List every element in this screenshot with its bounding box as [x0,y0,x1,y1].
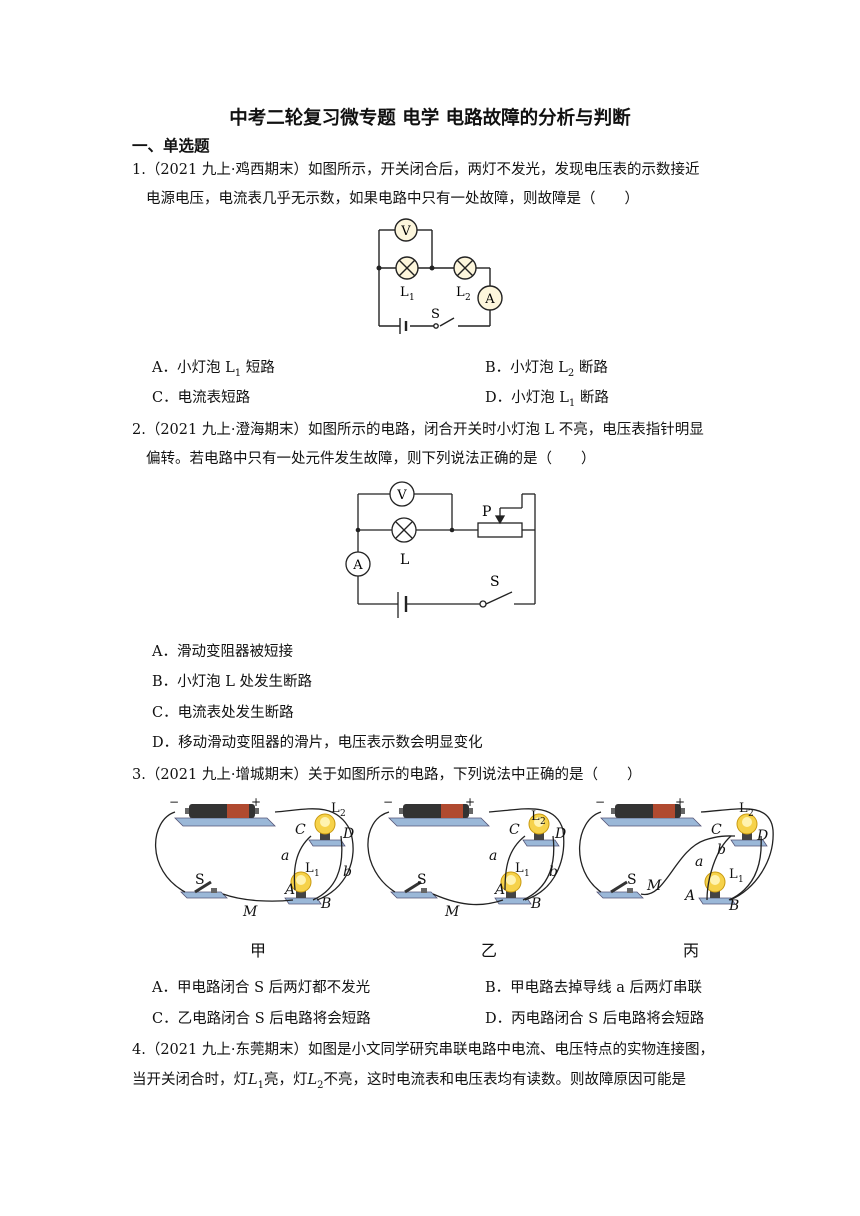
q1-l1-sub: 1 [409,293,415,303]
q1-stem-line2: 电源电压，电流表几乎无示数，如果电路中只有一处故障，则故障是（ ） [146,191,639,207]
q1-voltmeter-label: V [400,224,411,239]
q3-bing-l2-sub: 2 [748,809,754,819]
q2-option-d[interactable]: D．移动滑动变阻器的滑片，电压表示数会明显变化 [152,735,483,751]
q3-yi-minus: − [383,795,393,809]
q3-yi-A: A [493,882,505,898]
q3-jia-m: M [242,904,258,920]
section-heading: 一、单选题 [132,137,210,155]
q3-option-d[interactable]: D．丙电路闭合 S 后电路将会短路 [485,1011,705,1027]
q4-lamp2: L [307,1072,318,1088]
q3-bing-minus: − [595,795,605,809]
q3-jia-l2-sub: 2 [340,809,346,819]
q3-bing-m: M [646,878,662,894]
q3-option-c[interactable]: C．乙电路闭合 S 后电路将会短路 [152,1011,371,1027]
q4-stem-line2: 当开关闭合时，灯L1亮，灯L2不亮，这时电流表和电压表均有读数。则故障原因可能是 [132,1072,687,1091]
q3-jia-A: A [283,882,295,898]
q3-yi-l2-sub: 2 [540,817,546,827]
q3-bing-l2: L [739,801,748,816]
q3-yi-l1: L [515,861,524,876]
q3-jia-minus: − [169,795,179,809]
q1-switch-label: S [431,307,440,322]
q2-option-b[interactable]: B．小灯泡 L 处发生断路 [152,674,313,690]
q2-voltmeter-label: V [396,488,407,503]
q3-yi-l1-sub: 1 [524,869,530,879]
q3-stem: 3.（2021 九上·增城期末）关于如图所示的电路，下列说法中正确的是（ ） [132,767,642,783]
q3-yi-m: M [444,904,460,920]
q1-option-d[interactable]: D．小灯泡 L1 断路 [485,390,609,409]
q3-option-a[interactable]: A．甲电路闭合 S 后两灯都不发光 [152,980,371,996]
q3-caption-bing: 丙 [683,941,699,960]
q3-bing-a: a [695,854,703,870]
q1-l1-label: L [400,285,409,300]
q3-bing-D: D [756,828,768,844]
q3-circuit-figure: − + S M a b A B C D L 2 L 1 − + S M a b … [154,795,774,960]
q2-stem-line1: 2.（2021 九上·澄海期末）如图所示的电路，闭合开关时小灯泡 L 不亮，电压… [132,422,704,438]
q1-option-a[interactable]: A．小灯泡 L1 短路 [152,360,275,379]
q2-lamp-label: L [400,552,409,568]
q2-ammeter-label: A [352,558,363,573]
q3-jia-D: D [342,826,354,842]
q2-stem-line2: 偏转。若电路中只有一处元件发生故障，则下列说法正确的是（ ） [146,451,596,467]
q3-jia-l2: L [331,801,340,816]
q4-stem-line1: 4.（2021 九上·东莞期末）如图是小文同学研究串联电路中电流、电压特点的实物… [132,1042,714,1058]
q3-yi-s: S [417,872,427,888]
q3-bing-A: A [683,888,695,904]
q3-bing-b: b [717,842,726,858]
q2-switch-label: S [490,574,500,590]
q3-jia-plus: + [251,795,261,809]
q3-jia-l1: L [305,861,314,876]
q2-rheostat-label: P [482,504,491,520]
q3-bing-B: B [728,898,739,914]
q1-option-c[interactable]: C．电流表短路 [152,390,251,406]
q3-caption-yi: 乙 [481,941,497,960]
q3-yi-C: C [509,822,520,838]
q3-jia-B: B [320,896,331,912]
q3-bing-C: C [711,822,722,838]
q3-bing-l1-sub: 1 [738,875,744,885]
q3-jia-C: C [295,822,306,838]
q1-stem-line1: 1.（2021 九上·鸡西期末）如图所示，开关闭合后，两灯不发光，发现电压表的示… [132,162,700,178]
q3-yi-l2: L [531,809,540,824]
q1-option-b[interactable]: B．小灯泡 L2 断路 [485,360,608,379]
q1-l2-sub: 2 [465,293,471,303]
q4-lamp1: L [248,1072,258,1088]
q2-option-c[interactable]: C．电流表处发生断路 [152,705,294,721]
q3-yi-D: D [554,826,566,842]
q1-circuit-diagram: V A L 1 L 2 S [376,218,503,334]
q3-jia-b: b [343,864,352,880]
q3-caption-jia: 甲 [250,941,266,960]
q1-l2-label: L [456,285,465,300]
q2-option-a[interactable]: A．滑动变阻器被短接 [152,644,293,660]
q3-bing-plus: + [675,795,685,809]
q3-bing-l1: L [729,867,738,882]
q3-yi-a: a [489,848,497,864]
q2-circuit-diagram: V A L P S [345,481,536,618]
q3-jia-s: S [195,872,205,888]
q3-yi-plus: + [465,795,475,809]
q3-bing-s: S [627,872,637,888]
q1-ammeter-label: A [484,292,495,307]
q3-jia-a: a [281,848,289,864]
q3-yi-B: B [530,896,541,912]
page-title: 中考二轮复习微专题 电学 电路故障的分析与判断 [229,108,631,129]
q3-option-b[interactable]: B．甲电路去掉导线 a 后两灯串联 [485,980,703,996]
q3-jia-l1-sub: 1 [314,869,320,879]
q3-yi-b: b [549,864,558,880]
